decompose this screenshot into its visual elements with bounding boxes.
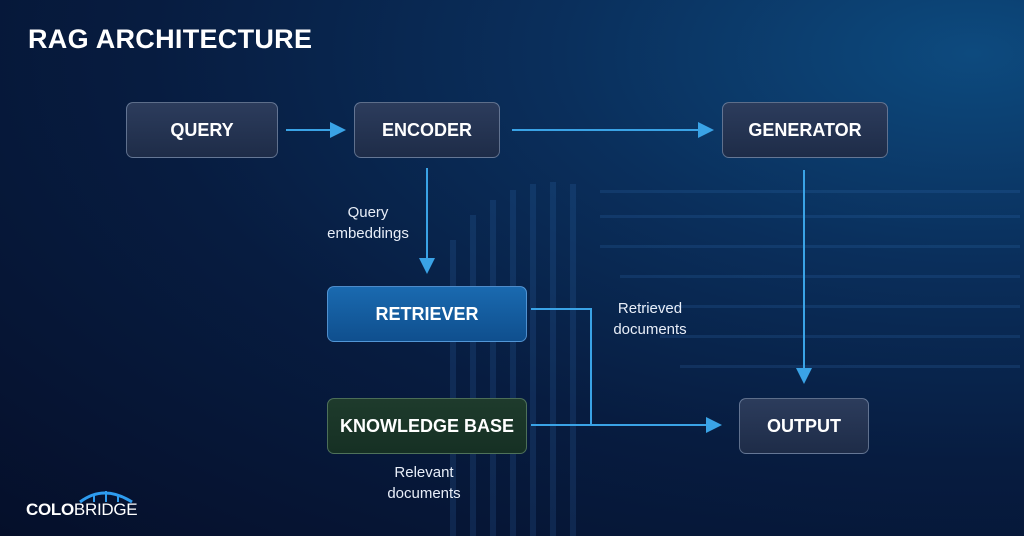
logo-part1: COLO	[26, 500, 74, 519]
label-line: Retrieved	[617, 300, 683, 317]
node-label: QUERY	[170, 119, 234, 140]
node-generator: GENERATOR	[722, 102, 888, 158]
label-query-embeddings: Query embeddings	[318, 202, 418, 244]
label-relevant-documents: Relevant documents	[374, 462, 474, 504]
label-retrieved-documents: Retrieved documents	[600, 298, 700, 340]
node-label: ENCODER	[381, 119, 472, 140]
node-label: GENERATOR	[748, 119, 862, 140]
label-line: Relevant	[394, 464, 454, 481]
node-retriever: RETRIEVER	[327, 286, 527, 342]
label-line: documents	[387, 485, 461, 502]
node-output: OUTPUT	[739, 398, 869, 454]
label-line: documents	[613, 321, 687, 338]
logo-text: COLOBRIDGE	[26, 500, 138, 520]
page-title: RAG ARCHITECTURE	[28, 24, 313, 54]
node-encoder: ENCODER	[354, 102, 500, 158]
node-label: OUTPUT	[767, 415, 841, 436]
node-knowledge-base: KNOWLEDGE BASE	[327, 398, 527, 454]
node-label: KNOWLEDGE BASE	[339, 415, 514, 436]
connector-retriever	[531, 308, 592, 425]
bridge-arc-icon	[79, 491, 133, 504]
node-label: RETRIEVER	[375, 303, 479, 324]
node-query: QUERY	[126, 102, 278, 158]
label-line: embeddings	[327, 225, 409, 242]
logo-part2: BRIDGE	[73, 500, 138, 519]
label-line: Query	[347, 204, 389, 221]
